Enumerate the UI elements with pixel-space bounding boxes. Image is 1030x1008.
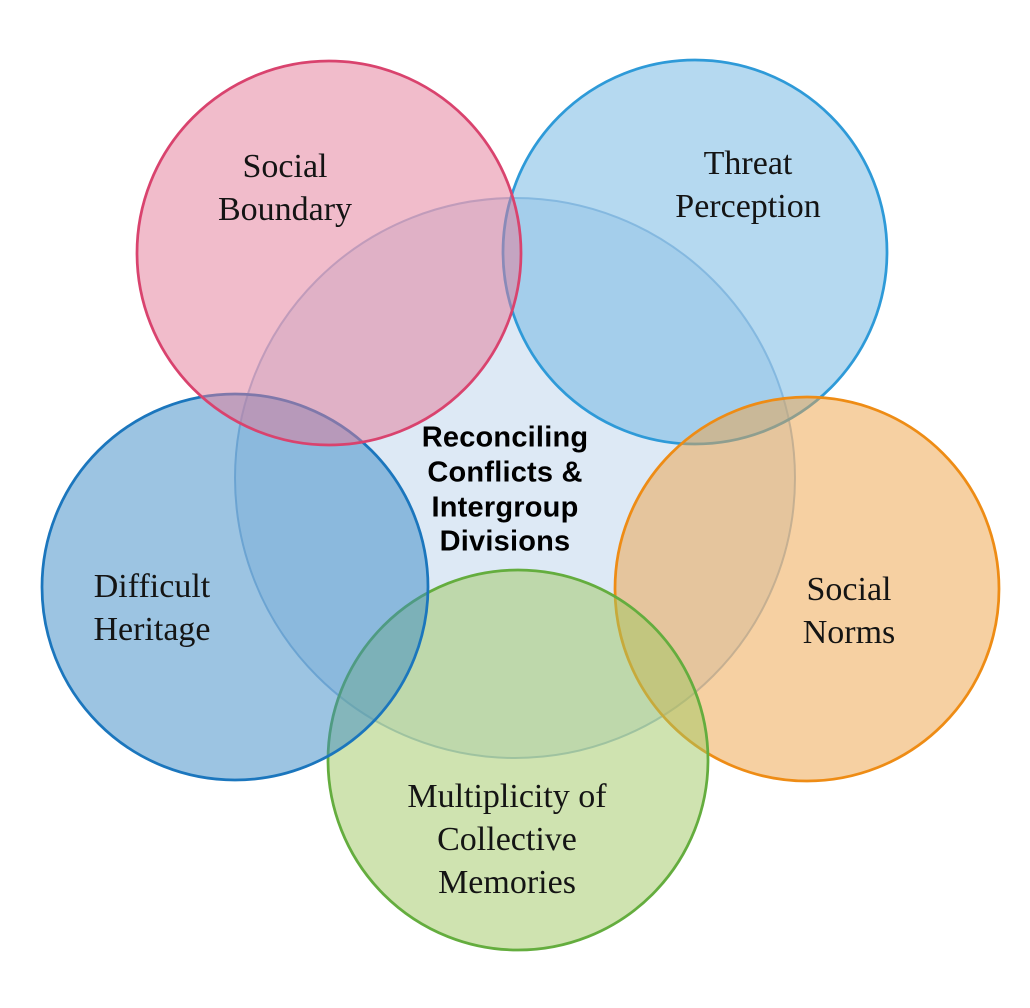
social-boundary-circle [135,59,523,447]
collective-memories-circle [326,568,710,952]
social-norms-circle [613,395,1001,783]
threat-perception-circle [501,58,889,446]
difficult-heritage-circle [40,392,430,782]
